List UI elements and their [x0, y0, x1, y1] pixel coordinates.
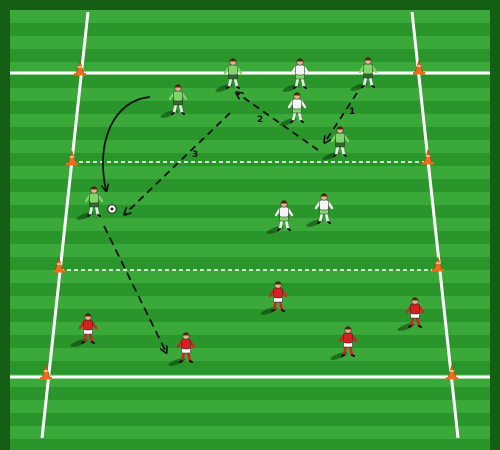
- white-player: [266, 200, 294, 234]
- cone: [66, 149, 78, 166]
- cone: [53, 256, 65, 273]
- pass-1-arrow: [325, 92, 358, 142]
- cone: [40, 363, 52, 380]
- cone: [413, 58, 425, 75]
- cone: [74, 59, 86, 76]
- cones: [40, 58, 458, 380]
- green-player: [215, 58, 243, 92]
- green-player: [76, 186, 104, 220]
- right-touchline: [410, 11, 460, 439]
- cone: [446, 363, 458, 380]
- field-lines: [10, 11, 490, 439]
- red-player: [397, 297, 425, 331]
- red-player: [260, 281, 288, 315]
- cone: [422, 148, 434, 165]
- green-player: [322, 126, 350, 160]
- white-player: [306, 193, 334, 227]
- players: [70, 57, 425, 366]
- pass-3-arrow: [125, 112, 231, 214]
- red-player: [70, 313, 98, 347]
- pass-1-label: 1: [349, 107, 355, 117]
- pass-2-arrow: [237, 93, 319, 151]
- white-player: [282, 58, 310, 92]
- white-player: [279, 92, 307, 126]
- green-player: [350, 57, 378, 91]
- red-player: [168, 332, 196, 366]
- movement-arrows: [103, 92, 358, 352]
- green-player: [160, 84, 188, 118]
- pass-2-label: 2: [257, 115, 263, 125]
- cone: [432, 255, 444, 272]
- left-touchline: [40, 11, 90, 439]
- pass-3-label: 3: [192, 150, 198, 160]
- red-player: [330, 326, 358, 360]
- dribble-arrow: [103, 225, 166, 352]
- ball: [107, 204, 117, 214]
- curved-run-arrow: [103, 96, 151, 190]
